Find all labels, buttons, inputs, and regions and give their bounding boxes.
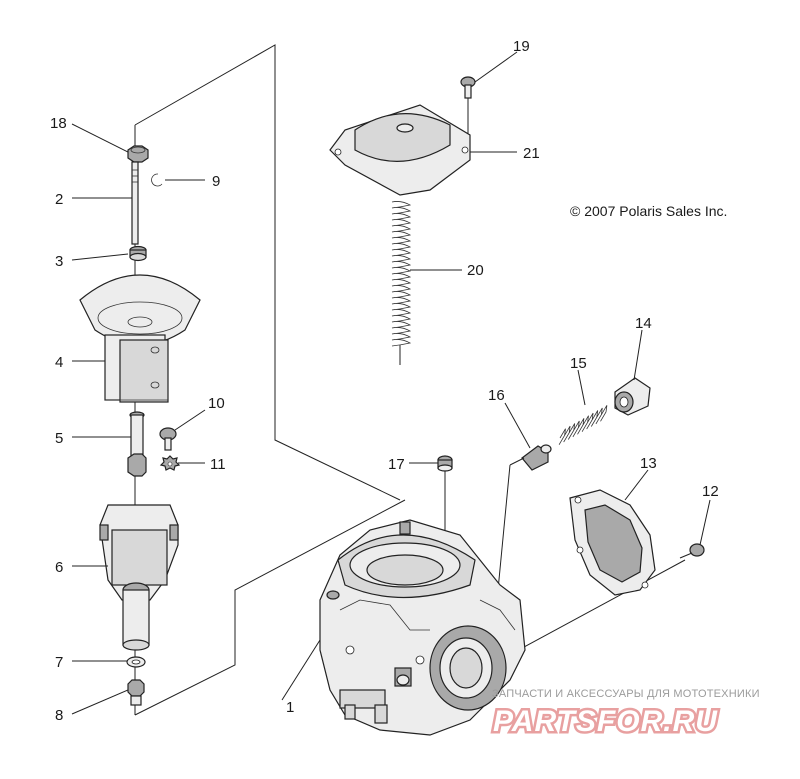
part-screw-12 [679, 543, 705, 559]
part-washer-11 [159, 455, 181, 471]
callout-6: 6 [55, 559, 63, 576]
callout-9: 9 [212, 173, 220, 190]
callout-5: 5 [55, 430, 63, 447]
part-nut-18 [127, 145, 149, 163]
callout-8: 8 [55, 707, 63, 724]
callout-15: 15 [570, 355, 587, 372]
part-carburetor-body-1 [319, 519, 526, 736]
part-spacer-3 [129, 245, 147, 262]
part-jet-8 [127, 679, 145, 706]
part-screw-17 [437, 455, 453, 472]
part-clip-9 [151, 173, 163, 187]
watermark-brand: PARTSFOR.RU [493, 705, 718, 738]
callout-2: 2 [55, 191, 63, 208]
callout-20: 20 [467, 262, 484, 279]
part-washer-7 [126, 656, 146, 668]
part-screw-19 [460, 76, 476, 99]
callout-11: 11 [210, 456, 226, 473]
callout-19: 19 [513, 38, 530, 55]
callout-16: 16 [488, 387, 505, 404]
watermark: ЗАПЧАСТИ И АКСЕССУАРЫ ДЛЯ МОТОТЕХНИКИ PA… [491, 688, 760, 741]
callout-21: 21 [523, 145, 540, 162]
part-gasket-13 [569, 489, 656, 596]
callout-17: 17 [388, 456, 405, 473]
callout-10: 10 [208, 395, 225, 412]
part-screw-10 [159, 427, 177, 451]
copyright-notice: © 2007 Polaris Sales Inc. [570, 203, 727, 219]
part-needle-jet-5 [127, 411, 147, 477]
part-spring-20 [391, 201, 412, 347]
part-diaphragm-slide-4 [79, 274, 201, 403]
callout-14: 14 [635, 315, 652, 332]
part-throttle-slide-6 [99, 504, 179, 651]
callout-12: 12 [702, 483, 719, 500]
watermark-tagline: ЗАПЧАСТИ И АКСЕССУАРЫ ДЛЯ МОТОТЕХНИКИ [492, 688, 760, 700]
callout-1: 1 [286, 699, 294, 716]
part-cover-21 [329, 104, 471, 196]
callout-7: 7 [55, 654, 63, 671]
part-needle-2 [131, 161, 139, 245]
part-cap-14 [614, 377, 651, 416]
callout-4: 4 [55, 354, 63, 371]
callout-18: 18 [50, 115, 67, 132]
part-plunger-16 [509, 444, 552, 471]
callout-3: 3 [55, 253, 63, 270]
part-spring-15 [558, 405, 608, 445]
leader-lines [71, 51, 711, 715]
callout-labels: 1 2 3 4 5 6 7 8 9 10 11 12 13 14 15 16 1… [50, 38, 719, 724]
callout-13: 13 [640, 455, 657, 472]
